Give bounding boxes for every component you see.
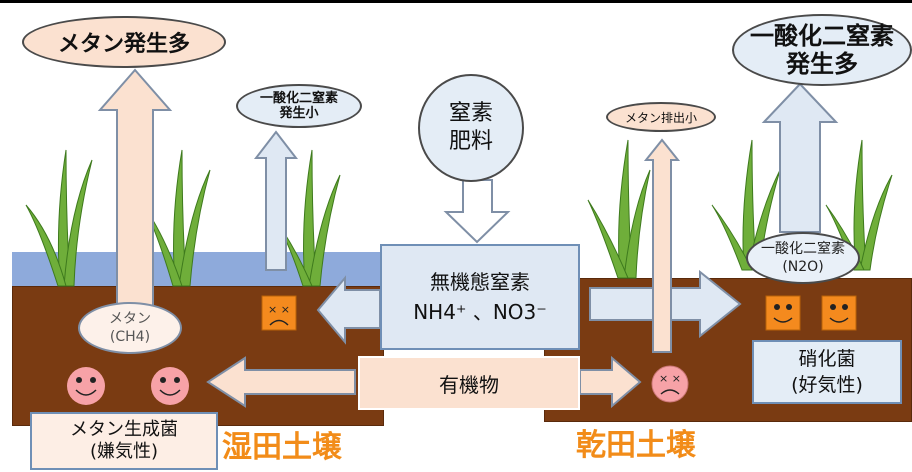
dry-n2o-emission-label: 一酸化二窒素 発生多 (732, 14, 912, 86)
inorganic-nitrogen-box: 無機態窒素 NH4⁺ 、NO3⁻ (380, 244, 580, 350)
wet-soil-title: 湿田土壌 (222, 430, 342, 465)
fertilizer-line1: 窒素 (448, 101, 493, 126)
wet-n2o-emission-label: 一酸化二窒素 発生小 (236, 84, 362, 128)
sad-face-icon: × × (651, 365, 689, 403)
fertilizer-line2: 肥料 (448, 129, 493, 154)
fertilizer-label: 窒素 肥料 (418, 74, 524, 182)
dry-methane-emission-label: メタン排出小 (606, 102, 716, 132)
n2o-formula: (N2O) (782, 259, 824, 275)
fertilizer-down-arrow (443, 179, 511, 244)
inorganic-line2: NH4⁺ 、NO3⁻ (413, 300, 547, 324)
wet-methane-emission-label: メタン発生多 (22, 16, 226, 68)
smiley-face-icon (151, 367, 189, 405)
wet-bacteria-name: メタン生成菌 (70, 419, 178, 440)
n2o-small-up-arrow (253, 130, 299, 271)
dry-methane-up-arrow (643, 138, 681, 353)
svg-text:× ×: × × (268, 303, 290, 316)
organic-left-arrow (206, 356, 356, 408)
dry-bacteria-type: (好気性) (791, 374, 863, 396)
smiley-square-icon (765, 295, 801, 331)
methane-name: メタン (109, 311, 151, 327)
organic-right-arrow (579, 355, 642, 409)
wet-n2o-line2: 発生小 (279, 106, 319, 121)
smiley-face-icon (67, 367, 105, 405)
wet-n2o-line1: 一酸化二窒素 (259, 91, 338, 106)
sad-face-square-icon: × × (261, 295, 297, 331)
svg-text:× ×: × × (659, 372, 681, 385)
n2o-name: 一酸化二窒素 (761, 241, 845, 257)
dry-n2o-up-arrow (761, 82, 839, 233)
methane-up-arrow (97, 68, 173, 309)
smiley-square-icon (821, 295, 857, 331)
inorganic-line1: 無機態窒素 (430, 270, 530, 294)
dry-bacteria-name: 硝化菌 (798, 348, 856, 370)
dry-n2o-line1: 一酸化二窒素 (750, 22, 894, 50)
methane-formula: (CH4) (109, 329, 151, 345)
wet-bacteria-label: メタン生成菌 (嫌気性) (30, 412, 218, 470)
organic-matter-box: 有機物 (358, 356, 580, 410)
wet-bacteria-type: (嫌気性) (89, 441, 159, 462)
dry-bacteria-label: 硝化菌 (好気性) (752, 340, 902, 404)
top-border (0, 0, 912, 3)
dry-soil-title: 乾田土壌 (576, 428, 696, 463)
dry-n2o-line2: 発生多 (786, 50, 858, 78)
inorganic-left-arrow (316, 275, 381, 345)
dry-n2o-gas-label: 一酸化二窒素 (N2O) (746, 232, 860, 284)
wet-methane-gas-label: メタン (CH4) (78, 302, 182, 354)
